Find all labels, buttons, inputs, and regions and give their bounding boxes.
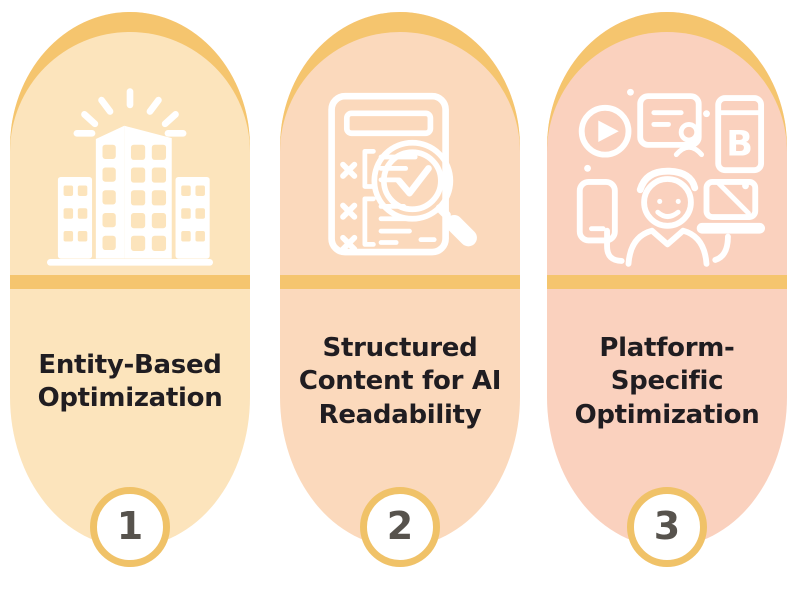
step-number-badge: 1 (90, 487, 170, 567)
document-search-icon (280, 84, 520, 269)
step-card-2: Structured Content for AI Readability 2 (280, 12, 520, 572)
step-number-badge: 2 (360, 487, 440, 567)
step-number: 2 (386, 504, 414, 548)
step-number: 1 (116, 504, 144, 548)
capsule-inner-dome (547, 32, 787, 275)
step-number-badge: 3 (627, 487, 707, 567)
platforms-person-icon: B (547, 84, 787, 274)
step-3-capsule: B Platform- Specific Optimization (547, 12, 787, 547)
step-card-1: Entity-Based Optimization 1 (10, 12, 250, 572)
step-2-capsule: Structured Content for AI Readability (280, 12, 520, 547)
step-card-3: B Platform- Specific Optimization 3 (547, 12, 787, 572)
step-title: Platform- Specific Optimization (574, 333, 760, 430)
building-icon (10, 84, 250, 269)
step-1-capsule: Entity-Based Optimization (10, 12, 250, 547)
svg-text:B: B (726, 124, 753, 165)
step-title: Structured Content for AI Readability (298, 333, 502, 430)
step-number: 3 (653, 504, 681, 548)
step-title: Entity-Based Optimization (37, 349, 223, 413)
